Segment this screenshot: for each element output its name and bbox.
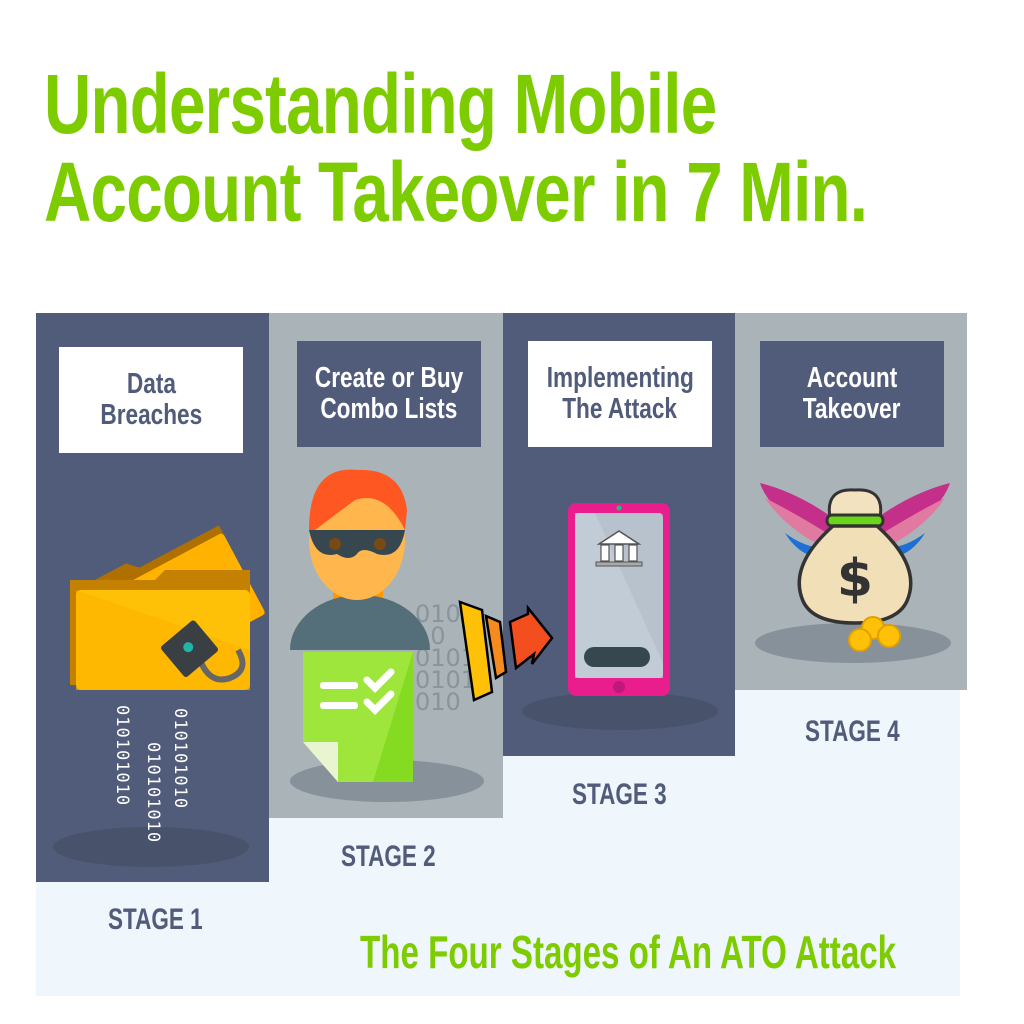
stage-4-label: STAGE 4 xyxy=(805,715,900,748)
hacker-with-checklist-icon xyxy=(290,469,430,782)
stage-4-title-line-1: Account xyxy=(806,362,898,394)
svg-text:$: $ xyxy=(837,549,873,609)
binary-column-2: 010101010 xyxy=(143,742,163,844)
stage-4-title-line-2: Takeover xyxy=(803,393,901,425)
page-title: Understanding Mobile Account Takeover in… xyxy=(44,57,868,239)
stage-3-label: STAGE 3 xyxy=(572,778,667,811)
stage-3-title-line-2: The Attack xyxy=(562,393,678,425)
smartphone-bank-icon xyxy=(568,503,670,696)
title-line-1: Understanding Mobile xyxy=(44,57,717,151)
binary-column-3: 010101010 xyxy=(170,708,190,810)
stage-3-title-line-1: Implementing xyxy=(546,362,694,394)
stage-2-title-line-2: Combo Lists xyxy=(320,393,458,425)
stage-3-shadow xyxy=(522,692,718,730)
stage-2-title-line-1: Create or Buy xyxy=(314,362,464,394)
stage-1-label: STAGE 1 xyxy=(108,903,203,936)
stage-1-title-line-1: Data xyxy=(126,368,176,400)
winged-money-bag-icon: $ xyxy=(760,483,950,652)
stage-1-shadow xyxy=(53,827,249,867)
binary-column-1: 010101010 xyxy=(112,705,132,807)
stage-2-label: STAGE 2 xyxy=(341,840,436,873)
arrow-right-icon xyxy=(458,600,554,702)
title-line-2: Account Takeover in 7 Min. xyxy=(44,145,868,239)
stage-1-title-line-2: Breaches xyxy=(100,399,202,431)
footer-caption: The Four Stages of An ATO Attack xyxy=(360,926,897,978)
locked-folder-icon xyxy=(70,525,266,690)
